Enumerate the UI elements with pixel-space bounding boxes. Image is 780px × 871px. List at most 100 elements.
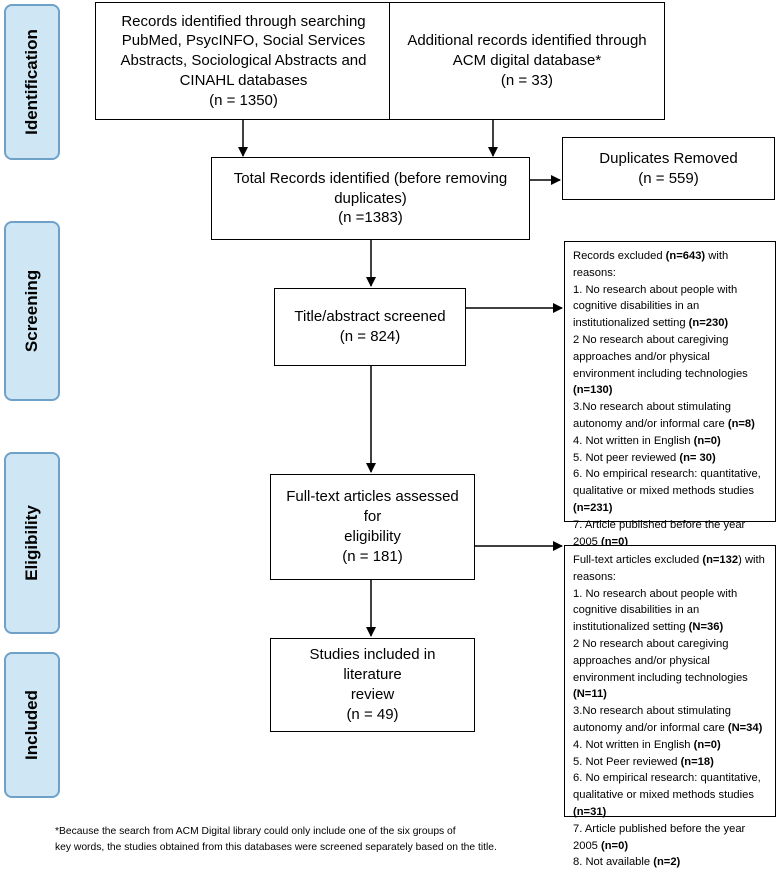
total-records-box: Total Records identified (before removin…: [211, 157, 530, 240]
exclusion-text: with reasons:: [573, 250, 729, 279]
box-line: CINAHL databases: [179, 71, 308, 89]
exclusion-reason-line: Full-text articles excluded (n=132) with: [573, 552, 767, 569]
exclusion-reason-line: 2 No research about caregiving: [573, 332, 767, 349]
exclusion-text: 1. No research about people with: [573, 587, 738, 600]
exclusion-reason-line: institutionalized setting (N=36): [573, 619, 767, 636]
exclusion-text: 4. Not written in English: [573, 738, 694, 751]
exclusion-text: 1. No research about people with: [573, 283, 738, 296]
exclusion-reason-line: approaches and/or physical: [573, 349, 767, 366]
exclusion-count: (N=11): [573, 688, 607, 701]
fulltext-excluded-box: Full-text articles excluded (n=132) with…: [564, 545, 776, 868]
exclusion-text: autonomy and/or informal care: [573, 721, 728, 734]
exclusion-reason-line: approaches and/or physical: [573, 653, 767, 670]
title-abstract-screened-box: Title/abstract screened (n = 824): [274, 288, 466, 366]
exclusion-reason-line: institutionalized setting (n=230): [573, 315, 767, 332]
exclusion-text: autonomy and/or informal care: [573, 417, 728, 430]
exclusion-reason-line: 1. No research about people with: [573, 586, 767, 603]
exclusion-text: 5. Not Peer reviewed: [573, 755, 681, 768]
exclusion-count: (n=230): [688, 317, 729, 330]
stage-included: Included: [4, 652, 60, 798]
exclusion-text: Records excluded: [573, 250, 666, 262]
records-searched-box: Records identified through searching Pub…: [95, 2, 392, 120]
exclusion-text: 2 No research about caregiving: [573, 637, 729, 650]
exclusion-reason-line: 4. Not written in English (n=0): [573, 737, 767, 754]
exclusion-text: approaches and/or physical: [573, 654, 710, 667]
exclusion-reason-line: 7. Article published before the year: [573, 821, 767, 838]
exclusion-reason-line: 8. Not available (n=2): [573, 854, 767, 871]
box-line: Full-text articles assessed for: [286, 488, 459, 526]
exclusion-reason-line: environment including technologies: [573, 366, 767, 383]
exclusion-count: (n=2): [653, 856, 681, 869]
exclusion-reason-line: (n=130): [573, 382, 767, 399]
duplicates-removed-box: Duplicates Removed (n = 559): [562, 137, 775, 200]
records-excluded-box: Records excluded (n=643) with reasons: 1.…: [564, 241, 776, 564]
exclusion-text: cognitive disabilities in an: [573, 300, 700, 313]
exclusion-text: 7. Article published before the year: [573, 822, 746, 835]
box-line: Duplicates Removed: [599, 149, 738, 167]
full-text-assessed-box: Full-text articles assessed for eligibil…: [270, 474, 475, 580]
exclusion-reason-line: autonomy and/or informal care (n=8): [573, 416, 767, 433]
exclusion-text: cognitive disabilities in an: [573, 604, 700, 617]
exclusion-count: (N=36): [688, 621, 724, 634]
box-count: (n = 559): [638, 169, 699, 187]
exclusion-count: (n= 30): [679, 451, 716, 464]
exclusion-text: 3.No research about stimulating: [573, 705, 731, 718]
box-line: eligibility: [344, 528, 401, 545]
box-count: (n = 49): [346, 705, 399, 723]
exclusion-reason-line: (N=11): [573, 686, 767, 703]
exclusion-reason-line: 2005 (n=0): [573, 534, 767, 551]
exclusion-count: (n=0): [693, 434, 721, 447]
exclusion-reason-line: environment including technologies: [573, 670, 767, 687]
exclusion-text: 7. Article published before the year: [573, 518, 746, 531]
exclusion-text: 6. No empirical research: quantitative,: [573, 468, 761, 481]
additional-records-box: Additional records identified through AC…: [389, 2, 665, 120]
box-count: (n =1383): [338, 209, 403, 227]
exclusion-reason-line: autonomy and/or informal care (N=34): [573, 720, 767, 737]
box-count: (n = 181): [342, 547, 403, 565]
exclusion-count: (n=643): [665, 250, 706, 262]
exclusion-text: environment including technologies: [573, 671, 748, 684]
box-line: Total Records identified (before removin…: [233, 169, 508, 187]
exclusion-count: (n=31): [573, 805, 607, 818]
exclusion-reason-line: 3.No research about stimulating: [573, 703, 767, 720]
exclusion-text: 3.No research about stimulating: [573, 401, 731, 414]
exclusion-text: ) with: [738, 554, 765, 566]
exclusion-count: (n=0): [601, 535, 629, 548]
exclusion-text: 6. No empirical research: quantitative,: [573, 772, 761, 785]
exclusion-text: 4. Not written in English: [573, 434, 694, 447]
exclusion-count: (n=231): [573, 501, 613, 514]
exclusion-reason-line: 1. No research about people with: [573, 282, 767, 299]
exclusion-reason-line: cognitive disabilities in an: [573, 602, 767, 619]
exclusion-text: reasons:: [573, 570, 616, 583]
box-count: (n = 824): [339, 328, 401, 345]
box-line: Abstracts, Sociological Abstracts and: [120, 52, 367, 70]
exclusion-text: qualitative or mixed methods studies: [573, 789, 754, 802]
stage-screening: Screening: [4, 221, 60, 401]
box-line: PubMed, PsycINFO, Social Services: [121, 32, 366, 50]
exclusion-text: qualitative or mixed methods studies: [573, 485, 754, 498]
exclusion-reason-line: (n=231): [573, 500, 767, 517]
exclusion-reason-line: 5. Not Peer reviewed (n=18): [573, 754, 767, 771]
footnote-line: key words, the studies obtained from thi…: [55, 841, 497, 853]
exclusion-text: institutionalized setting: [573, 621, 689, 634]
box-line: Title/abstract screened: [294, 308, 446, 326]
exclusion-reason-line: 3.No research about stimulating: [573, 399, 767, 416]
exclusion-count: (n=18): [680, 755, 714, 768]
exclusion-reason-line: qualitative or mixed methods studies: [573, 483, 767, 500]
exclusion-text: 5. Not peer reviewed: [573, 451, 680, 464]
exclusion-count: (n=0): [693, 738, 721, 751]
exclusion-count: (n=8): [727, 417, 755, 430]
exclusion-count: (n=0): [601, 839, 629, 852]
exclusion-reason-line: 6. No empirical research: quantitative,: [573, 466, 767, 483]
box-line: Records identified through searching: [121, 12, 366, 30]
exclusion-count: (n=130): [573, 384, 613, 397]
exclusion-text: 8. Not available: [573, 856, 654, 869]
exclusion-text: environment including technologies: [573, 367, 748, 380]
exclusion-reason-line: 2005 (n=0): [573, 838, 767, 855]
box-line: ACM digital database*: [452, 52, 602, 70]
exclusion-reason-line: 6. No empirical research: quantitative,: [573, 770, 767, 787]
box-count: (n = 33): [500, 71, 554, 89]
studies-included-box: Studies included in literature review (n…: [270, 638, 475, 732]
footnote: *Because the search from ACM Digital lib…: [55, 824, 615, 856]
